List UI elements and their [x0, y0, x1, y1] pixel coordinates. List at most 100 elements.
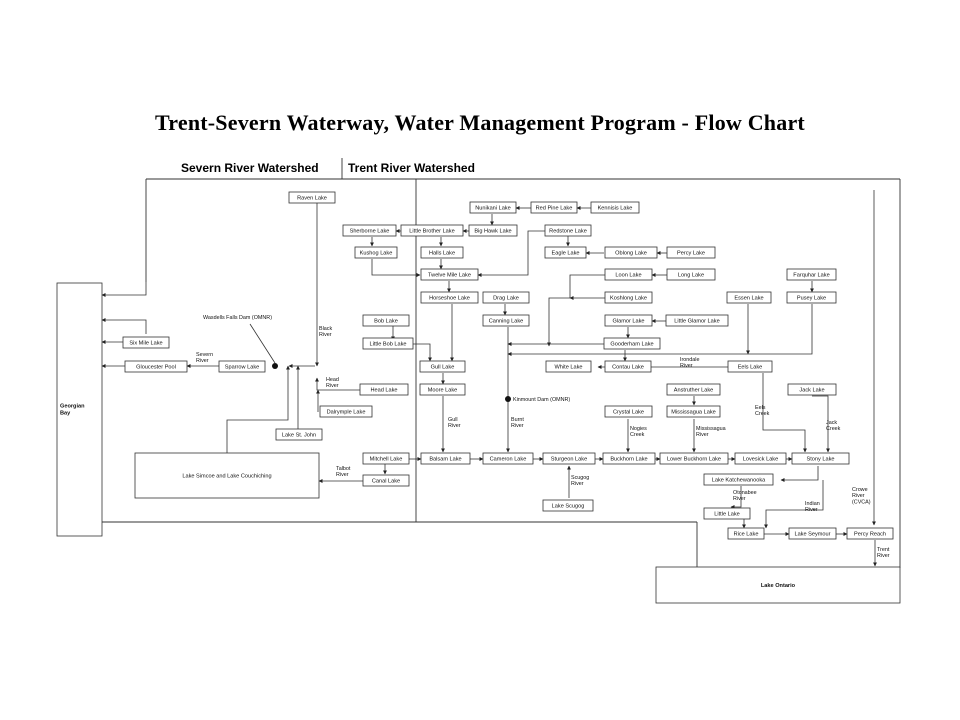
node-box — [786, 291, 837, 304]
node-label: Lake Seymour — [794, 532, 830, 538]
node-white: White Lake — [545, 360, 592, 373]
node-box — [482, 291, 530, 304]
node-box — [319, 405, 373, 418]
node-box — [604, 268, 653, 281]
node-gloucester: Gloucester Pool — [124, 360, 188, 373]
node-long: Long Lake — [666, 268, 716, 281]
node-box — [544, 246, 587, 259]
node-label: Jack Lake — [799, 388, 824, 394]
node-box — [420, 246, 464, 259]
node-label: Gloucester Pool — [136, 365, 176, 371]
node-stony: Stony Lake — [791, 452, 850, 465]
node-oblong: Oblong Lake — [604, 246, 658, 259]
node-koshlong: Koshlong Lake — [604, 291, 653, 304]
node-box — [419, 360, 466, 373]
node-box — [604, 360, 652, 373]
node-box — [727, 360, 773, 373]
label-wasdells: Wasdells Falls Dam (OMNR) — [203, 315, 272, 321]
node-lower-buckhorn: Lower Buckhorn Lake — [659, 452, 729, 465]
node-big-hawk: Big Hawk Lake — [468, 224, 518, 237]
node-label: Koshlong Lake — [610, 296, 647, 302]
node-label: Gooderham Lake — [610, 342, 653, 348]
node-box — [788, 527, 837, 540]
node-mississagua: Mississagua Lake — [666, 405, 721, 418]
node-box — [666, 405, 721, 418]
node-label: Eels Lake — [738, 365, 763, 371]
node-label: Lake Simcoe and Lake Couchiching — [182, 474, 271, 480]
node-label: Sherborne Lake — [350, 229, 390, 235]
node-box — [666, 246, 716, 259]
node-dalrymple: Dalrymple Lake — [319, 405, 373, 418]
node-box — [703, 473, 774, 486]
node-label: Farquhar Lake — [793, 273, 829, 279]
node-label: Essen Lake — [734, 296, 763, 302]
node-anstruther: Anstruther Lake — [666, 383, 721, 396]
node-percy-reach: Percy Reach — [846, 527, 894, 540]
node-glamor: Glamor Lake — [604, 314, 653, 327]
node-label: Redstone Lake — [549, 229, 587, 235]
node-raven: Raven Lake — [288, 191, 336, 204]
node-label: Kushog Lake — [360, 251, 393, 257]
node-kennisis: Kennisis Lake — [590, 201, 640, 214]
node-box — [666, 268, 716, 281]
node-jack: Jack Lake — [787, 383, 837, 396]
node-redstone: Redstone Lake — [544, 224, 592, 237]
node-box — [359, 383, 409, 396]
node-box — [124, 360, 188, 373]
node-little-glamor: Little Glamor Lake — [665, 314, 729, 327]
page-title: Trent-Severn Waterway, Water Management … — [155, 110, 805, 135]
node-label: Glamor Lake — [612, 319, 644, 325]
node-bob: Bob Lake — [362, 314, 410, 327]
node-box — [362, 474, 410, 487]
node-box — [134, 452, 320, 499]
node-loon: Loon Lake — [604, 268, 653, 281]
wasdells-dam-leader — [249, 323, 276, 364]
wasdells-dam-marker — [272, 363, 278, 369]
node-box — [482, 452, 534, 465]
node-label: Anstruther Lake — [674, 388, 714, 394]
node-sturgeon: Sturgeon Lake — [542, 452, 596, 465]
node-label: Lake Katchewanooka — [712, 478, 766, 484]
node-box — [362, 452, 410, 465]
node-red-pine: Red Pine Lake — [530, 201, 578, 214]
node-label: Eagle Lake — [552, 251, 580, 257]
node-label: Big Hawk Lake — [474, 229, 511, 235]
node-box — [726, 291, 772, 304]
node-label: Cameron Lake — [490, 457, 527, 463]
node-label: Little Bob Lake — [369, 342, 406, 348]
node-six-mile: Six Mile Lake — [122, 336, 170, 349]
node-label: Twelve Mile Lake — [428, 273, 471, 279]
node-box — [666, 383, 721, 396]
node-seymour: Lake Seymour — [788, 527, 837, 540]
node-crystal: Crystal Lake — [604, 405, 653, 418]
node-label: Mitchell Lake — [370, 457, 403, 463]
node-box — [603, 337, 661, 350]
node-nunikani: Nunikani Lake — [469, 201, 517, 214]
node-box — [703, 507, 751, 520]
node-label: Stony Lake — [807, 457, 835, 463]
node-label: Loon Lake — [615, 273, 641, 279]
node-canning: Canning Lake — [482, 314, 530, 327]
node-label: Drag Lake — [493, 296, 519, 302]
node-balsam: Balsam Lake — [420, 452, 471, 465]
severn-watershed-header: Severn River Watershed — [181, 161, 319, 175]
node-gooderham: Gooderham Lake — [603, 337, 661, 350]
node-label: Raven Lake — [297, 196, 327, 202]
node-label: Sparrow Lake — [225, 365, 260, 371]
label-kinmount: Kinmount Dam (OMNR) — [513, 397, 570, 403]
node-box — [655, 566, 901, 604]
node-farquhar: Farquhar Lake — [786, 268, 837, 281]
node-box — [468, 224, 518, 237]
node-scugog: Lake Scugog — [542, 499, 594, 512]
node-box — [846, 527, 894, 540]
node-box — [604, 405, 653, 418]
